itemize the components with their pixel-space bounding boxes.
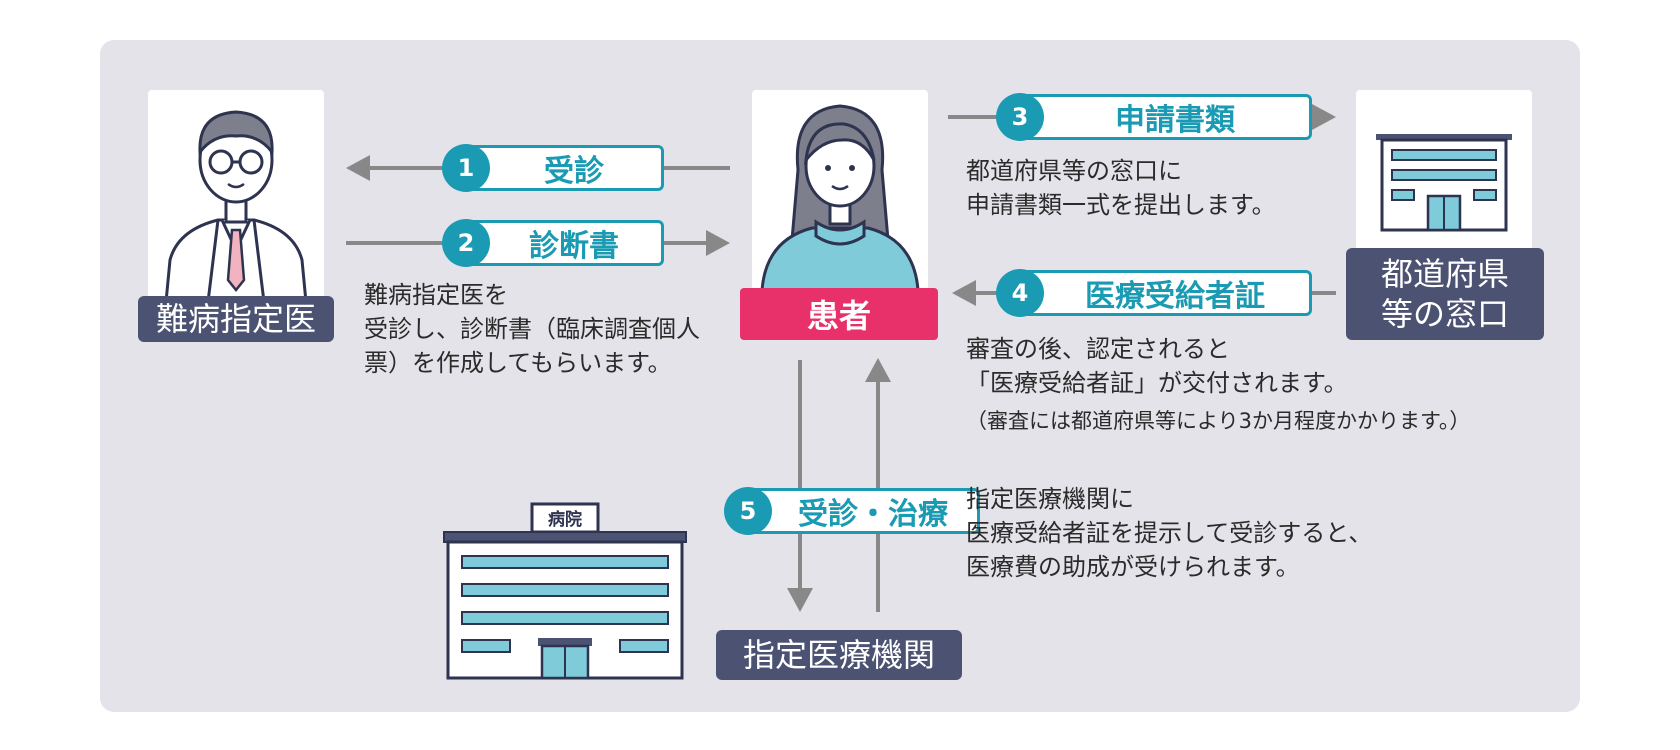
institution-label: 指定医療機関 (716, 630, 962, 680)
prefecture-label: 都道府県 等の窓口 (1346, 248, 1544, 340)
step-4-number: 4 (996, 269, 1044, 317)
step-2: 2 診断書 (442, 217, 664, 269)
step-5: 5 受診・治療 (724, 485, 980, 537)
step-5-number: 5 (724, 487, 772, 535)
step-3-number: 3 (996, 93, 1044, 141)
step-3-label: 申請書類 (1020, 94, 1312, 140)
patient-icon (760, 104, 920, 292)
step-4-label: 医療受給者証 (1020, 270, 1312, 316)
doctor-label: 難病指定医 (138, 296, 334, 342)
doctor-icon (164, 110, 308, 304)
office-card (1356, 90, 1532, 250)
hospital-building-icon: 病院 (443, 502, 687, 680)
step-4: 4 医療受給者証 (996, 267, 1312, 319)
patient-card (752, 90, 928, 292)
patient-label: 患者 (740, 288, 938, 340)
step2-description: 難病指定医を 受診し、診断書（臨床調査個人 票）を作成してもらいます。 (364, 281, 700, 377)
step4-description: 審査の後、認定されると 「医療受給者証」が交付されます。 (966, 335, 1348, 397)
step-1: 1 受診 (442, 142, 664, 194)
office-building-icon (1376, 134, 1512, 232)
step5-description: 指定医療機関に 医療受給者証を提示して受診すると、 医療費の助成が受けられます。 (966, 485, 1373, 581)
step-2-number: 2 (442, 219, 490, 267)
step3-description: 都道府県等の窓口に 申請書類一式を提出します。 (966, 157, 1276, 219)
doctor-card (148, 90, 324, 304)
step-1-number: 1 (442, 144, 490, 192)
step-3: 3 申請書類 (996, 91, 1312, 143)
hospital-sign: 病院 (548, 509, 582, 530)
step-1-label: 受診 (466, 145, 664, 191)
arrow-step5-down (787, 360, 813, 612)
step4-note: （審査には都道府県等により3か月程度かかります。） (966, 409, 1471, 433)
step-5-label: 受診・治療 (748, 488, 980, 534)
step-2-label: 診断書 (466, 220, 664, 266)
